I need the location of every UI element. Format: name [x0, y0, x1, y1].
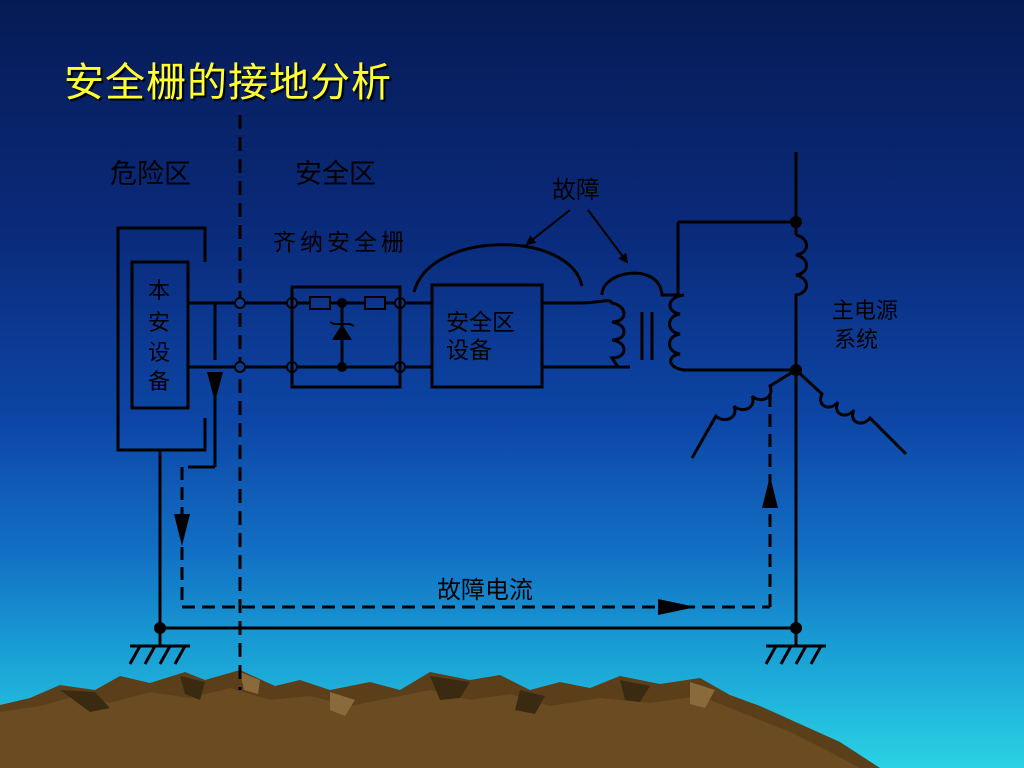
zener-diode-icon	[332, 324, 352, 340]
field-device-char-2: 安	[148, 311, 170, 336]
power-label-1: 主电源	[832, 299, 898, 324]
junction-dot	[337, 298, 347, 308]
transformer	[542, 220, 796, 372]
fault-current-label: 故障电流	[437, 576, 533, 604]
fault-label: 故障	[552, 176, 600, 204]
ground-node-left	[154, 622, 166, 634]
barrier-label: 齐纳安全栅	[273, 230, 408, 256]
resistor-icon	[309, 296, 331, 310]
zone-safe-label: 安全区	[295, 159, 376, 190]
fault-arrow-1	[525, 209, 571, 246]
fault-current-arrow-down	[174, 514, 190, 546]
fault-current-arrow-up	[762, 476, 778, 508]
safe-device-label-1: 安全区	[446, 310, 515, 336]
fault-arc	[412, 243, 584, 293]
down-arrow-field	[207, 372, 223, 402]
field-device-char-1: 本	[148, 279, 170, 304]
fault-arrow-2	[587, 209, 629, 264]
power-label-2: 系统	[834, 328, 878, 353]
field-device-char-4: 备	[148, 370, 170, 395]
field-device-label: 本 安 设 备	[148, 279, 170, 395]
safe-device-box	[430, 283, 544, 389]
ground-bus	[128, 626, 826, 665]
fuse-icon	[364, 296, 386, 310]
slide-title: 安全栅的接地分析	[64, 60, 392, 106]
zone-hazard-label: 危险区	[110, 159, 191, 190]
mountain-landscape	[0, 670, 880, 768]
field-device-char-3: 设	[148, 341, 170, 366]
field-device-enclosure	[116, 226, 207, 452]
junction-dot	[337, 362, 347, 372]
fault-current-arrow-right	[658, 599, 696, 615]
field-device-box	[130, 260, 190, 410]
safe-device-label-2: 设备	[446, 338, 492, 364]
signal-wires	[158, 301, 432, 628]
neutral-node	[790, 364, 802, 376]
ground-node-right	[790, 622, 802, 634]
main-power-source	[690, 152, 908, 628]
power-node	[790, 216, 802, 228]
